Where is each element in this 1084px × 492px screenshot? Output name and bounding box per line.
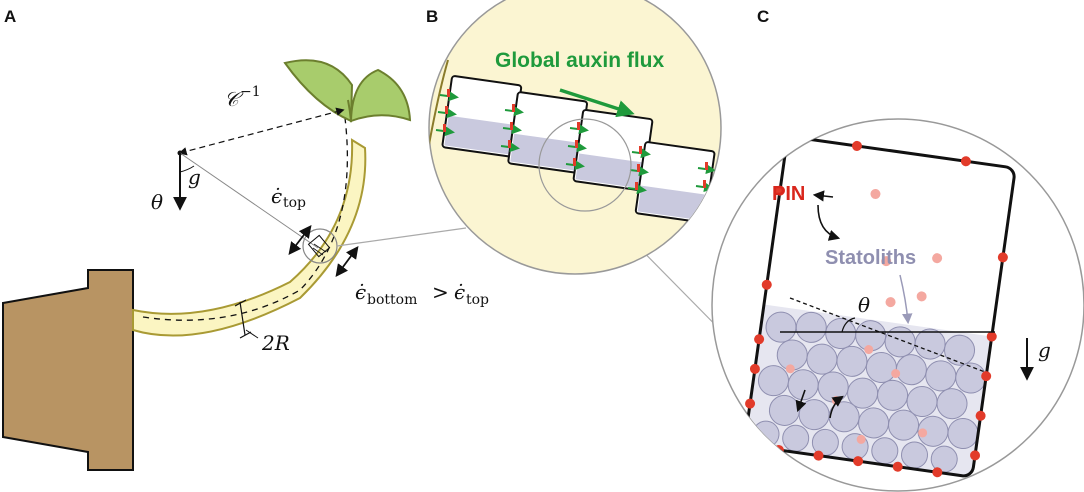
pin-markers-b: [443, 89, 708, 190]
strain-top-sub: top: [283, 195, 306, 211]
strain-compare-label: ϵ̇: [454, 280, 465, 304]
pin-markers-c: [745, 140, 1008, 478]
panel-letter-c: C: [757, 7, 769, 26]
leaf-right: [349, 68, 412, 123]
curvature-arc: [142, 117, 348, 321]
comparison-sign: >: [432, 280, 449, 304]
strain-bottom-sub: bottom: [367, 292, 417, 308]
global-flux-label: Global auxin flux: [495, 49, 665, 72]
thickness-marker: [239, 301, 246, 336]
plant-stem: [132, 138, 367, 337]
angle-arc-c: [841, 317, 856, 333]
zoom-connector-ab: [336, 227, 467, 247]
cell-4-statoliths: [637, 185, 707, 221]
panel-letter-b: B: [426, 7, 438, 26]
angle-arc: [179, 165, 195, 173]
strain-compare-sub: top: [466, 292, 489, 308]
radius-arrow: [178, 107, 345, 156]
curvature-exponent: −1: [240, 84, 261, 100]
global-flux-arrow: [559, 88, 635, 118]
stem-segment: [307, 234, 331, 258]
gravity-label-a: g: [188, 165, 201, 189]
strain-bottom-label: ϵ̇: [355, 280, 366, 304]
cell-1-statoliths: [444, 115, 514, 155]
cell-3-statoliths: [575, 153, 645, 189]
radius-label: 2R: [261, 331, 290, 355]
angle-label-c: θ: [858, 293, 870, 317]
pin-label: PIN: [772, 183, 805, 205]
cell-2-statoliths: [510, 133, 580, 171]
panel-c: g PIN Statoliths θ: [711, 118, 1084, 492]
statoliths-pointer: [899, 274, 913, 325]
flower-pot: [1, 269, 134, 471]
panel-letter-a: A: [4, 7, 16, 26]
strain-top-arrow: [288, 225, 312, 255]
panel-a: 𝒞 −1 g θ ϵ̇ top ϵ̇ bottom > ϵ̇ top 2R: [1, 59, 489, 471]
strain-top-label: ϵ̇: [271, 184, 282, 208]
zoom-circle-b-inner: [538, 118, 632, 212]
leaf-left: [283, 59, 354, 123]
statoliths-label: Statoliths: [825, 247, 916, 269]
panel-b: Global auxin flux: [428, 0, 722, 275]
angle-label-a: θ: [151, 190, 163, 214]
gravity-label-c: g: [1038, 338, 1051, 362]
strain-bottom-arrow: [335, 245, 359, 278]
